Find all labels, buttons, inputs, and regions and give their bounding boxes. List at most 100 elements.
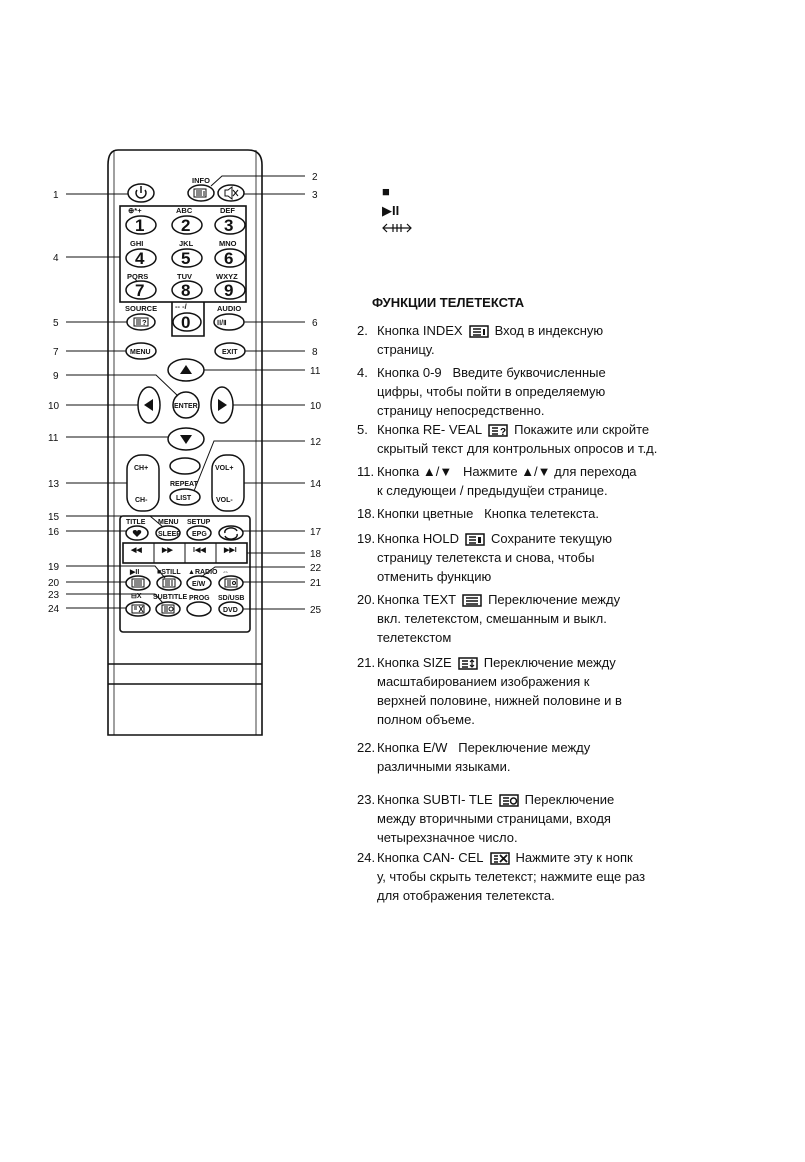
vol-plus-label: VOL+ (215, 465, 233, 472)
digit-2-button[interactable]: 2 (171, 215, 203, 235)
previous-button[interactable]: I◀◀ (193, 547, 206, 554)
svg-text:20: 20 (48, 578, 60, 589)
svg-text:5: 5 (181, 249, 190, 268)
rewind-button[interactable]: ◀◀ (125, 545, 153, 561)
entry-continuation: масштабированием изображения к (377, 674, 590, 689)
entry-description: Кнопка телетекста. (484, 506, 599, 521)
menu-button[interactable]: MENU (125, 342, 157, 360)
text-icon (131, 578, 145, 588)
svg-text:3: 3 (312, 190, 318, 201)
mno-label: MNO (219, 239, 237, 248)
entry-continuation: телетекстом (377, 630, 452, 645)
callout-lines (66, 175, 305, 610)
rotate-icon (224, 527, 238, 540)
info-button[interactable] (187, 184, 215, 202)
next-button[interactable]: ▶▶I (223, 547, 237, 554)
mute-button[interactable] (217, 184, 245, 202)
prog-button[interactable] (186, 601, 212, 617)
digit-1-button[interactable]: 1 (125, 215, 157, 235)
digit-4-button[interactable]: 4 (125, 248, 157, 268)
digit-7-button[interactable]: 7 (125, 280, 157, 300)
ghi-label: GHI (130, 239, 143, 248)
entry-description: Нажмите ▲/▼ для перехода (463, 464, 637, 479)
svg-text:9: 9 (224, 281, 233, 300)
stop-icon: ■ (382, 184, 390, 199)
ew-button[interactable]: E/W (186, 575, 212, 591)
nav-left-button[interactable] (137, 386, 161, 424)
size-button[interactable] (218, 575, 244, 591)
sleep-button[interactable]: SLEEP (155, 525, 181, 541)
audio-button[interactable]: ⅠⅠ/Ⅱ (213, 313, 245, 331)
entry-label: Кнопка E/W (377, 740, 448, 755)
nav-right-button[interactable] (210, 386, 234, 424)
entry-description: Сохраните текущую (490, 531, 612, 546)
entry-first-line: 22.Кнопка E/W Переключение между (357, 738, 797, 757)
entry-description: Переключение между (488, 592, 621, 607)
size-arrows-label: ⇔ (222, 569, 229, 576)
channel-rocker[interactable]: CH+ CH- (126, 454, 160, 512)
entry-first-line: 18.Кнопки цветные Кнопка телетекста. (357, 504, 797, 523)
entry-description: Введите буквочисленные (452, 365, 606, 380)
text-button[interactable] (125, 575, 151, 591)
still-label: ■STILL (157, 569, 181, 576)
cancel-button[interactable] (125, 601, 151, 617)
fast-forward-button[interactable]: ▶▶ (161, 547, 173, 554)
nav-down-button[interactable] (167, 427, 205, 451)
power-button[interactable] (127, 183, 155, 203)
subtitle-label: SUBTITLE (153, 594, 188, 601)
entry-description: Переключение (524, 792, 615, 807)
reveal-icon: ? (488, 424, 508, 437)
volume-rocker[interactable]: VOL+ VOL- (211, 454, 245, 512)
enter-button[interactable]: ENTER (172, 391, 200, 419)
def-label: DEF (220, 206, 235, 215)
digit-5-button[interactable]: 5 (171, 248, 203, 268)
title-button[interactable] (125, 525, 149, 541)
entry-continuation: скрытый текст для контрольных опросов и … (377, 441, 658, 456)
entry-number: 23. (357, 792, 376, 807)
digit-3-button[interactable]: 3 (214, 215, 246, 235)
svg-text:16: 16 (48, 527, 60, 538)
fast-forward-icon: ▶▶ (161, 547, 173, 554)
svg-text:9: 9 (53, 371, 59, 382)
blank-button[interactable] (169, 457, 201, 475)
entry-label: Кнопка HOLD (377, 531, 459, 546)
entry-number: 5. (357, 422, 368, 437)
svg-text:13: 13 (48, 479, 60, 490)
svg-text:EPG: EPG (192, 531, 207, 538)
list-button[interactable]: LIST (169, 488, 201, 506)
entry-continuation: полном объеме. (377, 712, 475, 727)
cancel-small-label: ⊟X (131, 593, 142, 600)
entry-continuation: страницу непосредственно. (377, 403, 545, 418)
subtitle-button[interactable] (155, 601, 181, 617)
entry-continuation: страницу телетекста и снова, чтобы (377, 550, 595, 565)
hold-button[interactable] (156, 575, 182, 591)
svg-text:17: 17 (310, 527, 322, 538)
epg-button[interactable]: EPG (186, 525, 212, 541)
nav-up-button[interactable] (167, 358, 205, 382)
rotate-button[interactable] (218, 525, 244, 541)
subtitle-icon (498, 794, 519, 807)
svg-text:?: ? (500, 427, 506, 437)
digit-6-button[interactable]: 6 (214, 248, 246, 268)
digit-9-button[interactable]: 9 (214, 280, 246, 300)
svg-text:ENTER: ENTER (174, 403, 198, 410)
svg-text:EXIT: EXIT (222, 349, 238, 356)
entry-description: Переключение между (458, 740, 591, 755)
digit-0-button[interactable]: 0 (172, 312, 202, 332)
exit-button[interactable]: EXIT (214, 342, 246, 360)
svg-text:ⅠⅠ/Ⅱ: ⅠⅠ/Ⅱ (217, 319, 227, 327)
svg-text:25: 25 (310, 605, 322, 616)
digit-8-button[interactable]: 8 (171, 280, 203, 300)
dvd-button[interactable]: DVD (218, 601, 244, 617)
entry-number: 20. (357, 592, 376, 607)
source-button[interactable]: ? (126, 313, 156, 331)
svg-text:21: 21 (310, 578, 322, 589)
svg-text:LIST: LIST (176, 495, 192, 502)
svg-text:MENU: MENU (130, 349, 151, 356)
up-arrow-icon (180, 365, 192, 374)
svg-text:10: 10 (48, 401, 60, 412)
